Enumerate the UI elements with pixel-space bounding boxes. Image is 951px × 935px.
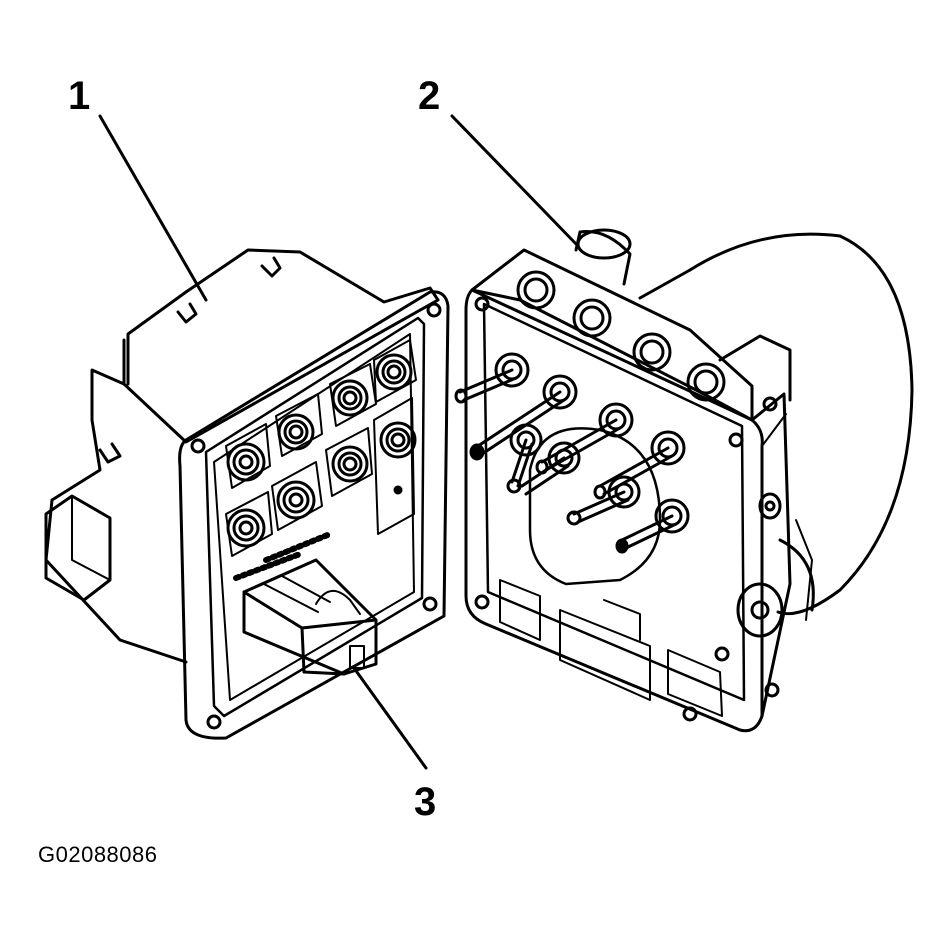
callout-3: 3 bbox=[414, 780, 437, 824]
leader-line-2 bbox=[450, 114, 580, 248]
leader-line-3 bbox=[352, 666, 428, 770]
valve-stems bbox=[454, 352, 690, 554]
pump-motor bbox=[638, 232, 914, 621]
callout-2: 2 bbox=[418, 74, 441, 118]
hydraulic-modulator-block bbox=[464, 228, 792, 733]
control-module-housing bbox=[44, 248, 450, 740]
control-module-connector bbox=[242, 558, 378, 676]
leader-lines bbox=[98, 114, 580, 770]
figure-id-label: G02088086 bbox=[38, 842, 158, 867]
leader-line-1 bbox=[98, 114, 208, 302]
callout-1: 1 bbox=[68, 74, 91, 118]
control-module-coils bbox=[225, 339, 417, 581]
